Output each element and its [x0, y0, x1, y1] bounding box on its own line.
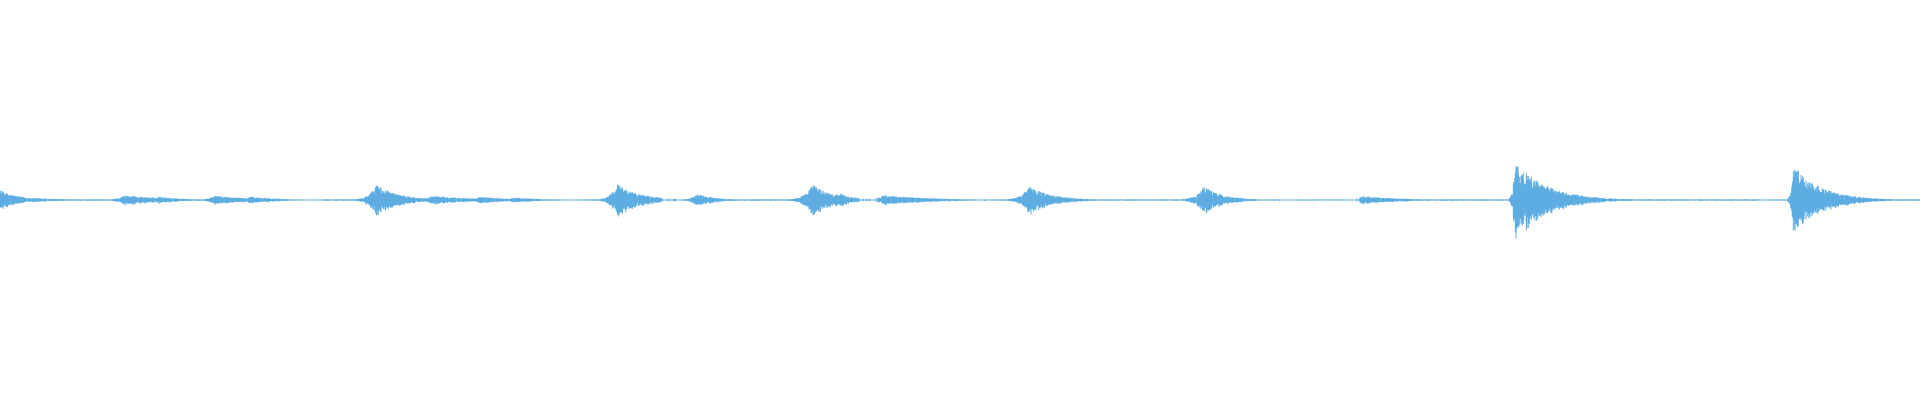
waveform-signal [0, 166, 1920, 239]
